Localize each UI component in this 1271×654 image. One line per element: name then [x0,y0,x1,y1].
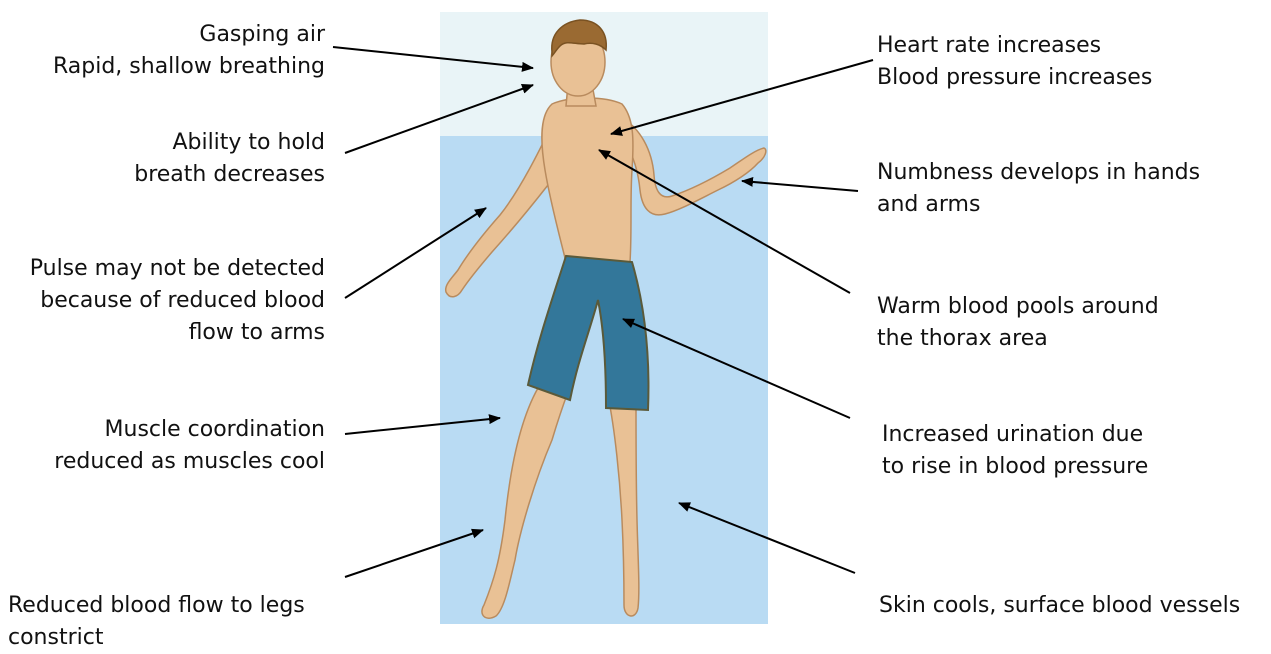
label-numbness-line2: and arms [877,189,1200,221]
label-gasping: Gasping air Rapid, shallow breathing [53,19,325,83]
label-urination-line2: to rise in blood pressure [882,451,1148,483]
label-numbness-line1: Numbness develops in hands [877,157,1200,189]
label-legs-line2: constrict [8,622,305,654]
label-muscle: Muscle coordination reduced as muscles c… [54,414,325,478]
label-urination: Increased urination due to rise in blood… [882,419,1148,483]
label-urination-line1: Increased urination due [882,419,1148,451]
label-heart-line2: Blood pressure increases [877,62,1152,94]
label-heart-line1: Heart rate increases [877,30,1152,62]
label-hold-breath: Ability to hold breath decreases [134,127,325,191]
label-numbness: Numbness develops in hands and arms [877,157,1200,221]
label-gasping-line1: Gasping air [53,19,325,51]
label-warm-blood: Warm blood pools around the thorax area [877,291,1159,355]
label-heart: Heart rate increases Blood pressure incr… [877,30,1152,94]
label-warm-blood-line2: the thorax area [877,323,1159,355]
label-muscle-line2: reduced as muscles cool [54,446,325,478]
label-hold-breath-line2: breath decreases [134,159,325,191]
label-pulse: Pulse may not be detected because of red… [30,253,325,349]
label-skin-line1: Skin cools, surface blood vessels [879,590,1240,622]
label-pulse-line1: Pulse may not be detected [30,253,325,285]
label-warm-blood-line1: Warm blood pools around [877,291,1159,323]
label-legs-line1: Reduced blood flow to legs [8,590,305,622]
label-skin: Skin cools, surface blood vessels [879,590,1240,622]
label-hold-breath-line1: Ability to hold [134,127,325,159]
label-legs: Reduced blood flow to legs constrict [8,590,305,654]
label-pulse-line3: flow to arms [30,317,325,349]
label-pulse-line2: because of reduced blood [30,285,325,317]
label-gasping-line2: Rapid, shallow breathing [53,51,325,83]
label-muscle-line1: Muscle coordination [54,414,325,446]
